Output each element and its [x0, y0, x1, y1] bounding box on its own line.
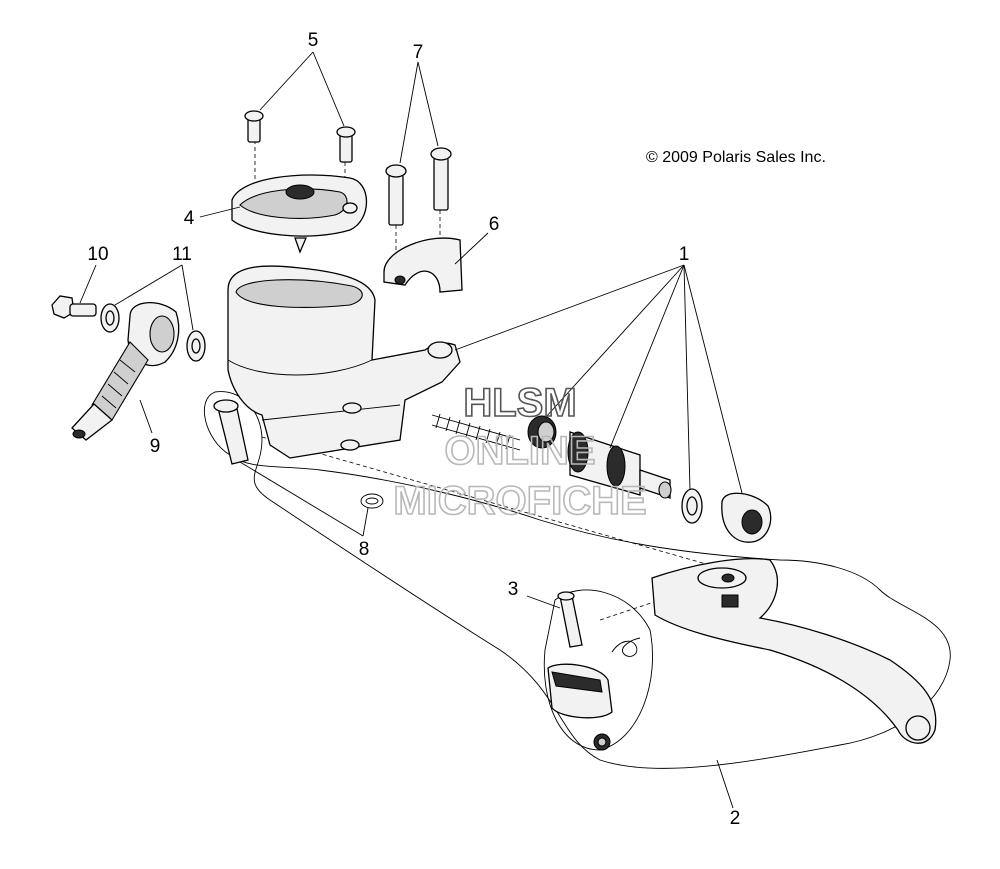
adjuster-spring: [611, 637, 641, 657]
callout-4: 4: [184, 208, 195, 229]
clamp-screw-left: [385, 164, 407, 226]
watermark-line-3: MICROFICHE: [393, 479, 646, 523]
callout-7: 7: [413, 42, 424, 63]
cover-screw-left: [244, 110, 264, 143]
piston: [567, 431, 672, 499]
assembly-outline: [203, 391, 951, 769]
callout-1: 1: [679, 244, 690, 265]
copyright-text: © 2009 Polaris Sales Inc.: [646, 149, 826, 166]
leader-lines: [79, 51, 743, 809]
callout-3: 3: [508, 579, 519, 600]
retaining-clip: [360, 493, 384, 509]
piston-spring: [431, 413, 521, 451]
watermark-line-1: HLSM: [463, 381, 576, 425]
alignment-line-pivot: [261, 436, 721, 569]
adjuster-clip: [593, 733, 611, 751]
dust-boot: [721, 492, 772, 543]
callout-5: 5: [308, 30, 319, 51]
callout-8: 8: [359, 539, 370, 560]
alignment-line-spring: [599, 599, 661, 621]
callout-6: 6: [489, 214, 500, 235]
lever-pivot-pin: [213, 399, 249, 465]
brake-hose-fitting: [71, 301, 180, 441]
master-cylinder-body: [227, 265, 461, 459]
clamp-screw-right: [430, 147, 452, 211]
callout-11: 11: [172, 244, 192, 265]
brake-lever: [651, 558, 937, 744]
callout-9: 9: [150, 436, 161, 457]
watermark: HLSM ONLINE MICROFICHE: [393, 380, 648, 524]
banjo-bolt: [51, 295, 97, 319]
callout-2: 2: [730, 808, 741, 829]
piston-washer: [681, 488, 703, 524]
cover-screw-right: [336, 126, 356, 163]
sealing-washer-left: [100, 303, 120, 333]
callout-labels: 1 2 3 4 5 6 7 8 9 10 11: [87, 30, 740, 829]
reservoir-cover: [231, 174, 368, 254]
lever-adjuster-kit: [543, 589, 653, 751]
watermark-line-2: ONLINE: [444, 429, 595, 473]
callout-10: 10: [87, 244, 108, 265]
adjuster-pin: [557, 591, 583, 648]
sealing-washer-right: [186, 330, 206, 362]
primary-cup-seal: [527, 415, 557, 449]
handlebar-clamp: [383, 237, 463, 293]
adjuster-block: [547, 663, 613, 719]
